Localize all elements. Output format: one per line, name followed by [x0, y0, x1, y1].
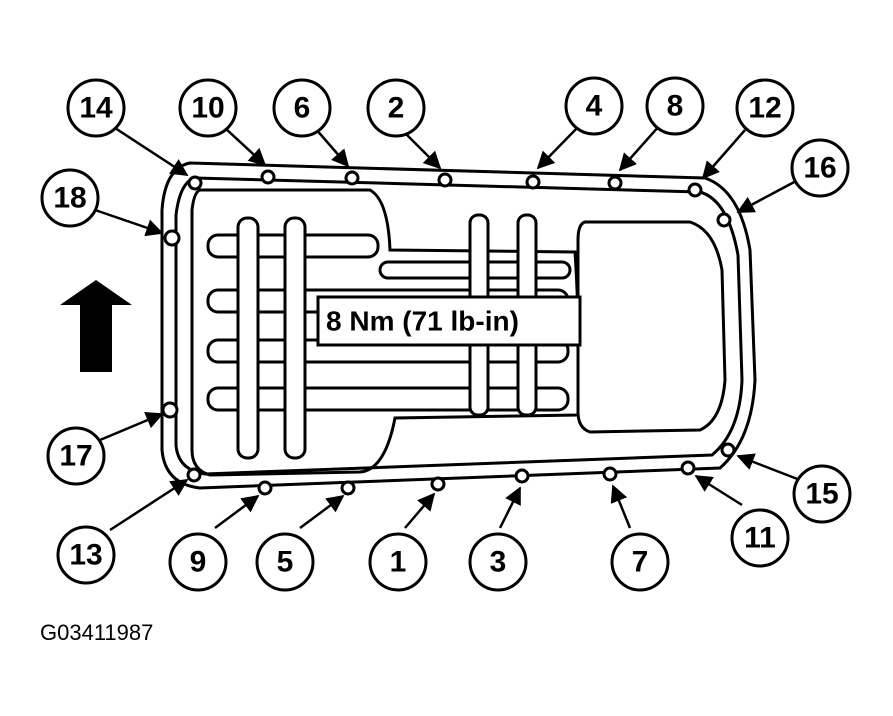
pan-ribs: [206, 213, 572, 460]
svg-text:11: 11: [744, 522, 776, 555]
callout-4: 4: [564, 76, 624, 136]
figure-id: G03411987: [40, 620, 153, 645]
svg-text:16: 16: [803, 152, 836, 185]
svg-text:5: 5: [277, 546, 294, 579]
torque-label-box: [316, 295, 582, 347]
leader-lines: [94, 124, 801, 532]
callout-12: 12: [735, 78, 795, 138]
svg-text:3: 3: [490, 546, 507, 579]
pan-baffle-outline: [190, 188, 580, 477]
callout-15: 15: [792, 464, 852, 524]
bolt-14: [187, 175, 203, 191]
svg-text:18: 18: [53, 182, 86, 215]
svg-text:6: 6: [294, 92, 311, 125]
bolt-13: [186, 467, 202, 483]
bolt-11: [680, 460, 696, 476]
bolt-9: [257, 480, 273, 496]
svg-text:10: 10: [191, 92, 224, 125]
callout-11: 11: [730, 508, 790, 568]
arrow-up-icon: [60, 280, 132, 372]
callout-14: 14: [66, 78, 126, 138]
callout-17: 17: [46, 426, 106, 486]
bolt-10: [260, 169, 276, 185]
svg-text:2: 2: [388, 92, 405, 125]
callout-3: 3: [468, 532, 528, 592]
callout-2: 2: [366, 78, 426, 138]
callout-1: 1: [368, 532, 428, 592]
bolt-8: [607, 175, 623, 191]
bolt-12: [687, 182, 703, 198]
callout-5: 5: [255, 532, 315, 592]
callout-6: 6: [272, 78, 332, 138]
svg-text:13: 13: [69, 539, 102, 572]
svg-text:15: 15: [805, 478, 838, 511]
bolt-16: [716, 212, 732, 228]
callout-16: 16: [790, 138, 850, 198]
svg-text:4: 4: [586, 90, 603, 123]
callout-8: 8: [645, 76, 705, 136]
svg-text:12: 12: [748, 92, 781, 125]
bolt-7: [602, 466, 618, 482]
bolt-1: [430, 476, 446, 492]
pan-sump: [576, 220, 727, 434]
svg-text:9: 9: [190, 546, 207, 579]
bolt-6: [344, 170, 360, 186]
callout-18: 18: [40, 168, 100, 228]
bolt-5: [340, 480, 356, 496]
bolt-15: [720, 442, 736, 458]
torque-spec-text: 8 Nm (71 lb-in): [326, 306, 519, 337]
callout-7: 7: [610, 532, 670, 592]
svg-text:7: 7: [632, 546, 649, 579]
callout-13: 13: [56, 525, 116, 585]
svg-text:1: 1: [390, 546, 407, 579]
bolt-2: [437, 172, 453, 188]
bolts: [161, 169, 736, 496]
bolt-17: [161, 401, 179, 419]
bolt-4: [525, 174, 541, 190]
callouts: 14 10 6 2 4 8 12 16 18 17 13 9 5 1 3 7 1…: [40, 76, 852, 592]
bolt-3: [514, 468, 530, 484]
callout-10: 10: [178, 78, 238, 138]
svg-text:17: 17: [59, 440, 92, 473]
svg-text:8: 8: [667, 90, 684, 123]
bolt-18: [163, 229, 181, 247]
svg-text:14: 14: [79, 92, 113, 125]
callout-9: 9: [168, 532, 228, 592]
